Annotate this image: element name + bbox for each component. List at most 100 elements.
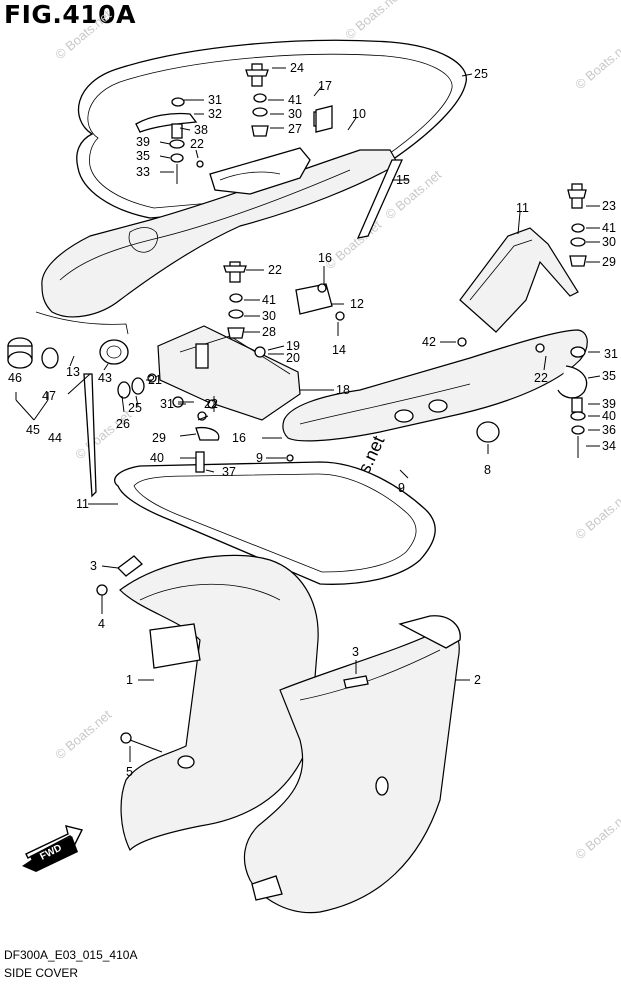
part-cap-47 — [41, 347, 59, 369]
callout-label: 39 — [136, 135, 150, 149]
part-upper-frame-6 — [41, 147, 399, 318]
part-bracket-7 — [459, 227, 579, 333]
callout-label: 25 — [474, 67, 488, 81]
callout-label: 30 — [602, 235, 616, 249]
watermark: © Boats.net — [342, 0, 404, 42]
part-bolt-5 — [120, 732, 163, 753]
callout-label: 47 — [42, 389, 56, 403]
callout-label: 40 — [150, 451, 164, 465]
callout-label: 4 — [98, 617, 105, 631]
callout-label: 21 — [148, 373, 162, 387]
callout-label: 3 — [90, 559, 97, 573]
callout-label: 35 — [602, 369, 616, 383]
callout-label: 33 — [136, 165, 150, 179]
diagram-caption: SIDE COVER — [4, 966, 79, 980]
callout-label: 14 — [332, 343, 346, 357]
watermark: © Boats.net — [572, 807, 621, 863]
callout-label: 30 — [262, 309, 276, 323]
callout-label: 9 — [256, 451, 263, 465]
callout-label: 16 — [318, 251, 332, 265]
part-decal-17 — [315, 105, 333, 133]
watermark: © Boats.net — [572, 37, 621, 93]
callout-label: 20 — [286, 351, 300, 365]
callout-label: 2 — [474, 673, 481, 687]
part-misc-lower-left — [117, 337, 545, 473]
part-wire-15 — [35, 311, 129, 335]
part-clip-3 — [117, 555, 143, 577]
part-stack-left — [135, 97, 204, 184]
callout-label: 45 — [26, 423, 40, 437]
callout-label: 22 — [534, 371, 548, 385]
fwd-arrow: FWD — [22, 825, 84, 872]
part-stack-right — [557, 183, 588, 458]
callout-label: 31 — [604, 347, 618, 361]
callout-label: 44 — [48, 431, 62, 445]
callout-label: 12 — [350, 297, 364, 311]
part-frame-8 — [114, 461, 436, 585]
callout-label: 25 — [128, 401, 142, 415]
callout-label: 11 — [516, 201, 529, 215]
callout-label: 16 — [232, 431, 246, 445]
callout-label: 32 — [208, 107, 222, 121]
part-grommet-10 — [476, 421, 500, 443]
callout-label: 31 — [160, 397, 174, 411]
callout-label: 13 — [66, 365, 80, 379]
callout-label: 23 — [602, 199, 616, 213]
watermark: © Boats.net — [52, 7, 114, 63]
part-cap-46 — [7, 337, 33, 369]
watermark: © Boats.net — [572, 487, 621, 543]
part-left-cover-1 — [119, 554, 319, 852]
callout-label: 17 — [318, 79, 332, 93]
part-stack-middle — [223, 261, 247, 339]
callout-label: 30 — [288, 107, 302, 121]
callout-label: 43 — [98, 371, 112, 385]
callout-labels: 24 25 17 10 41 30 27 31 32 38 39 35 22 3… — [8, 61, 618, 779]
callout-label: 3 — [352, 645, 359, 659]
callout-label: 41 — [262, 293, 276, 307]
part-block-assembly — [157, 325, 301, 421]
callout-label: 18 — [336, 383, 350, 397]
callout-label: 22 — [204, 397, 218, 411]
callout-label: 10 — [352, 107, 366, 121]
callout-label: 22 — [268, 263, 282, 277]
callout-label: 9 — [398, 481, 405, 495]
callout-label: 27 — [288, 122, 302, 136]
callout-label: 11 — [76, 497, 89, 511]
callout-label: 15 — [396, 173, 410, 187]
callout-label: 5 — [126, 765, 133, 779]
part-lower-rail-18 — [282, 329, 588, 442]
callout-label: 1 — [126, 673, 133, 687]
callout-label: 46 — [8, 371, 22, 385]
callout-label: 41 — [602, 221, 616, 235]
part-damper-43 — [99, 339, 129, 365]
callout-label: 42 — [422, 335, 436, 349]
callout-label: 38 — [194, 123, 208, 137]
callout-label: 35 — [136, 149, 150, 163]
callout-label: 40 — [602, 409, 616, 423]
part-clip-3 — [343, 675, 369, 689]
callout-label: 29 — [602, 255, 616, 269]
part-strip-16 — [356, 159, 404, 239]
part-tie-44 — [83, 373, 97, 498]
part-bolt-4 — [96, 584, 108, 606]
leader-lines — [15, 67, 601, 762]
callout-label: 37 — [222, 465, 236, 479]
part-bracket-12 — [295, 283, 345, 321]
callout-label: 36 — [602, 423, 616, 437]
callout-label: 22 — [190, 137, 204, 151]
watermark: © Boats.net — [52, 707, 114, 763]
figure-title: FIG.410A — [4, 0, 136, 29]
callout-label: 41 — [288, 93, 302, 107]
callout-label: 31 — [208, 93, 222, 107]
watermark: © Boats.net — [72, 407, 134, 463]
callout-label: 29 — [152, 431, 166, 445]
callout-label: 28 — [262, 325, 276, 339]
callout-label: 24 — [290, 61, 304, 75]
callout-label: 39 — [602, 397, 616, 411]
part-right-cover-2 — [243, 615, 461, 914]
callout-label: 19 — [286, 339, 300, 353]
callout-label: 8 — [484, 463, 491, 477]
callout-label: 34 — [602, 439, 616, 453]
